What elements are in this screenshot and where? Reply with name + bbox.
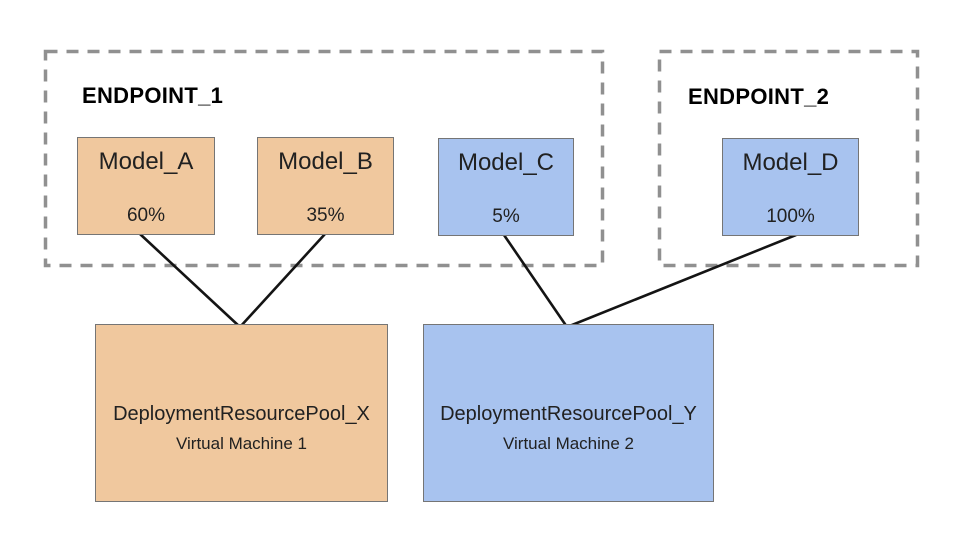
- pool-y-box: DeploymentResourcePool_Y Virtual Machine…: [423, 324, 714, 502]
- model-d-traffic-label: 100%: [766, 206, 815, 227]
- model-d-name-label: Model_D: [742, 149, 839, 176]
- connector-model-d-to-pool-y: [565, 233, 798, 329]
- model-c-traffic-label: 5%: [492, 206, 520, 227]
- model-b-traffic-label: 35%: [306, 205, 345, 226]
- pool-x-machine-label: Virtual Machine 1: [175, 434, 308, 453]
- endpoint-1-boundary: [43, 49, 605, 268]
- pool-x-name-label: DeploymentResourcePool_X: [113, 403, 370, 425]
- connector-model-b-to-pool-x: [238, 232, 327, 329]
- endpoint-2-label: ENDPOINT_2: [688, 84, 830, 109]
- connector-model-c-to-pool-y: [502, 233, 569, 329]
- endpoint-1-label: ENDPOINT_1: [82, 83, 224, 108]
- endpoint-2-boundary: [657, 49, 920, 268]
- model-d-box: Model_D 100%: [722, 138, 859, 236]
- model-a-traffic-label: 60%: [126, 205, 166, 226]
- model-b-name-label: Model_B: [278, 148, 373, 175]
- model-a-name-label: Model_A: [98, 148, 194, 175]
- pool-y-machine-label: Virtual Machine 2: [502, 434, 635, 453]
- model-c-box: Model_C 5%: [438, 138, 574, 236]
- model-b-box: Model_B 35%: [257, 137, 394, 235]
- connector-model-a-to-pool-x: [138, 232, 242, 329]
- model-c-name-label: Model_C: [457, 149, 555, 176]
- model-a-box: Model_A 60%: [77, 137, 215, 235]
- pool-x-box: DeploymentResourcePool_X Virtual Machine…: [95, 324, 388, 502]
- pool-y-name-label: DeploymentResourcePool_Y: [440, 403, 697, 425]
